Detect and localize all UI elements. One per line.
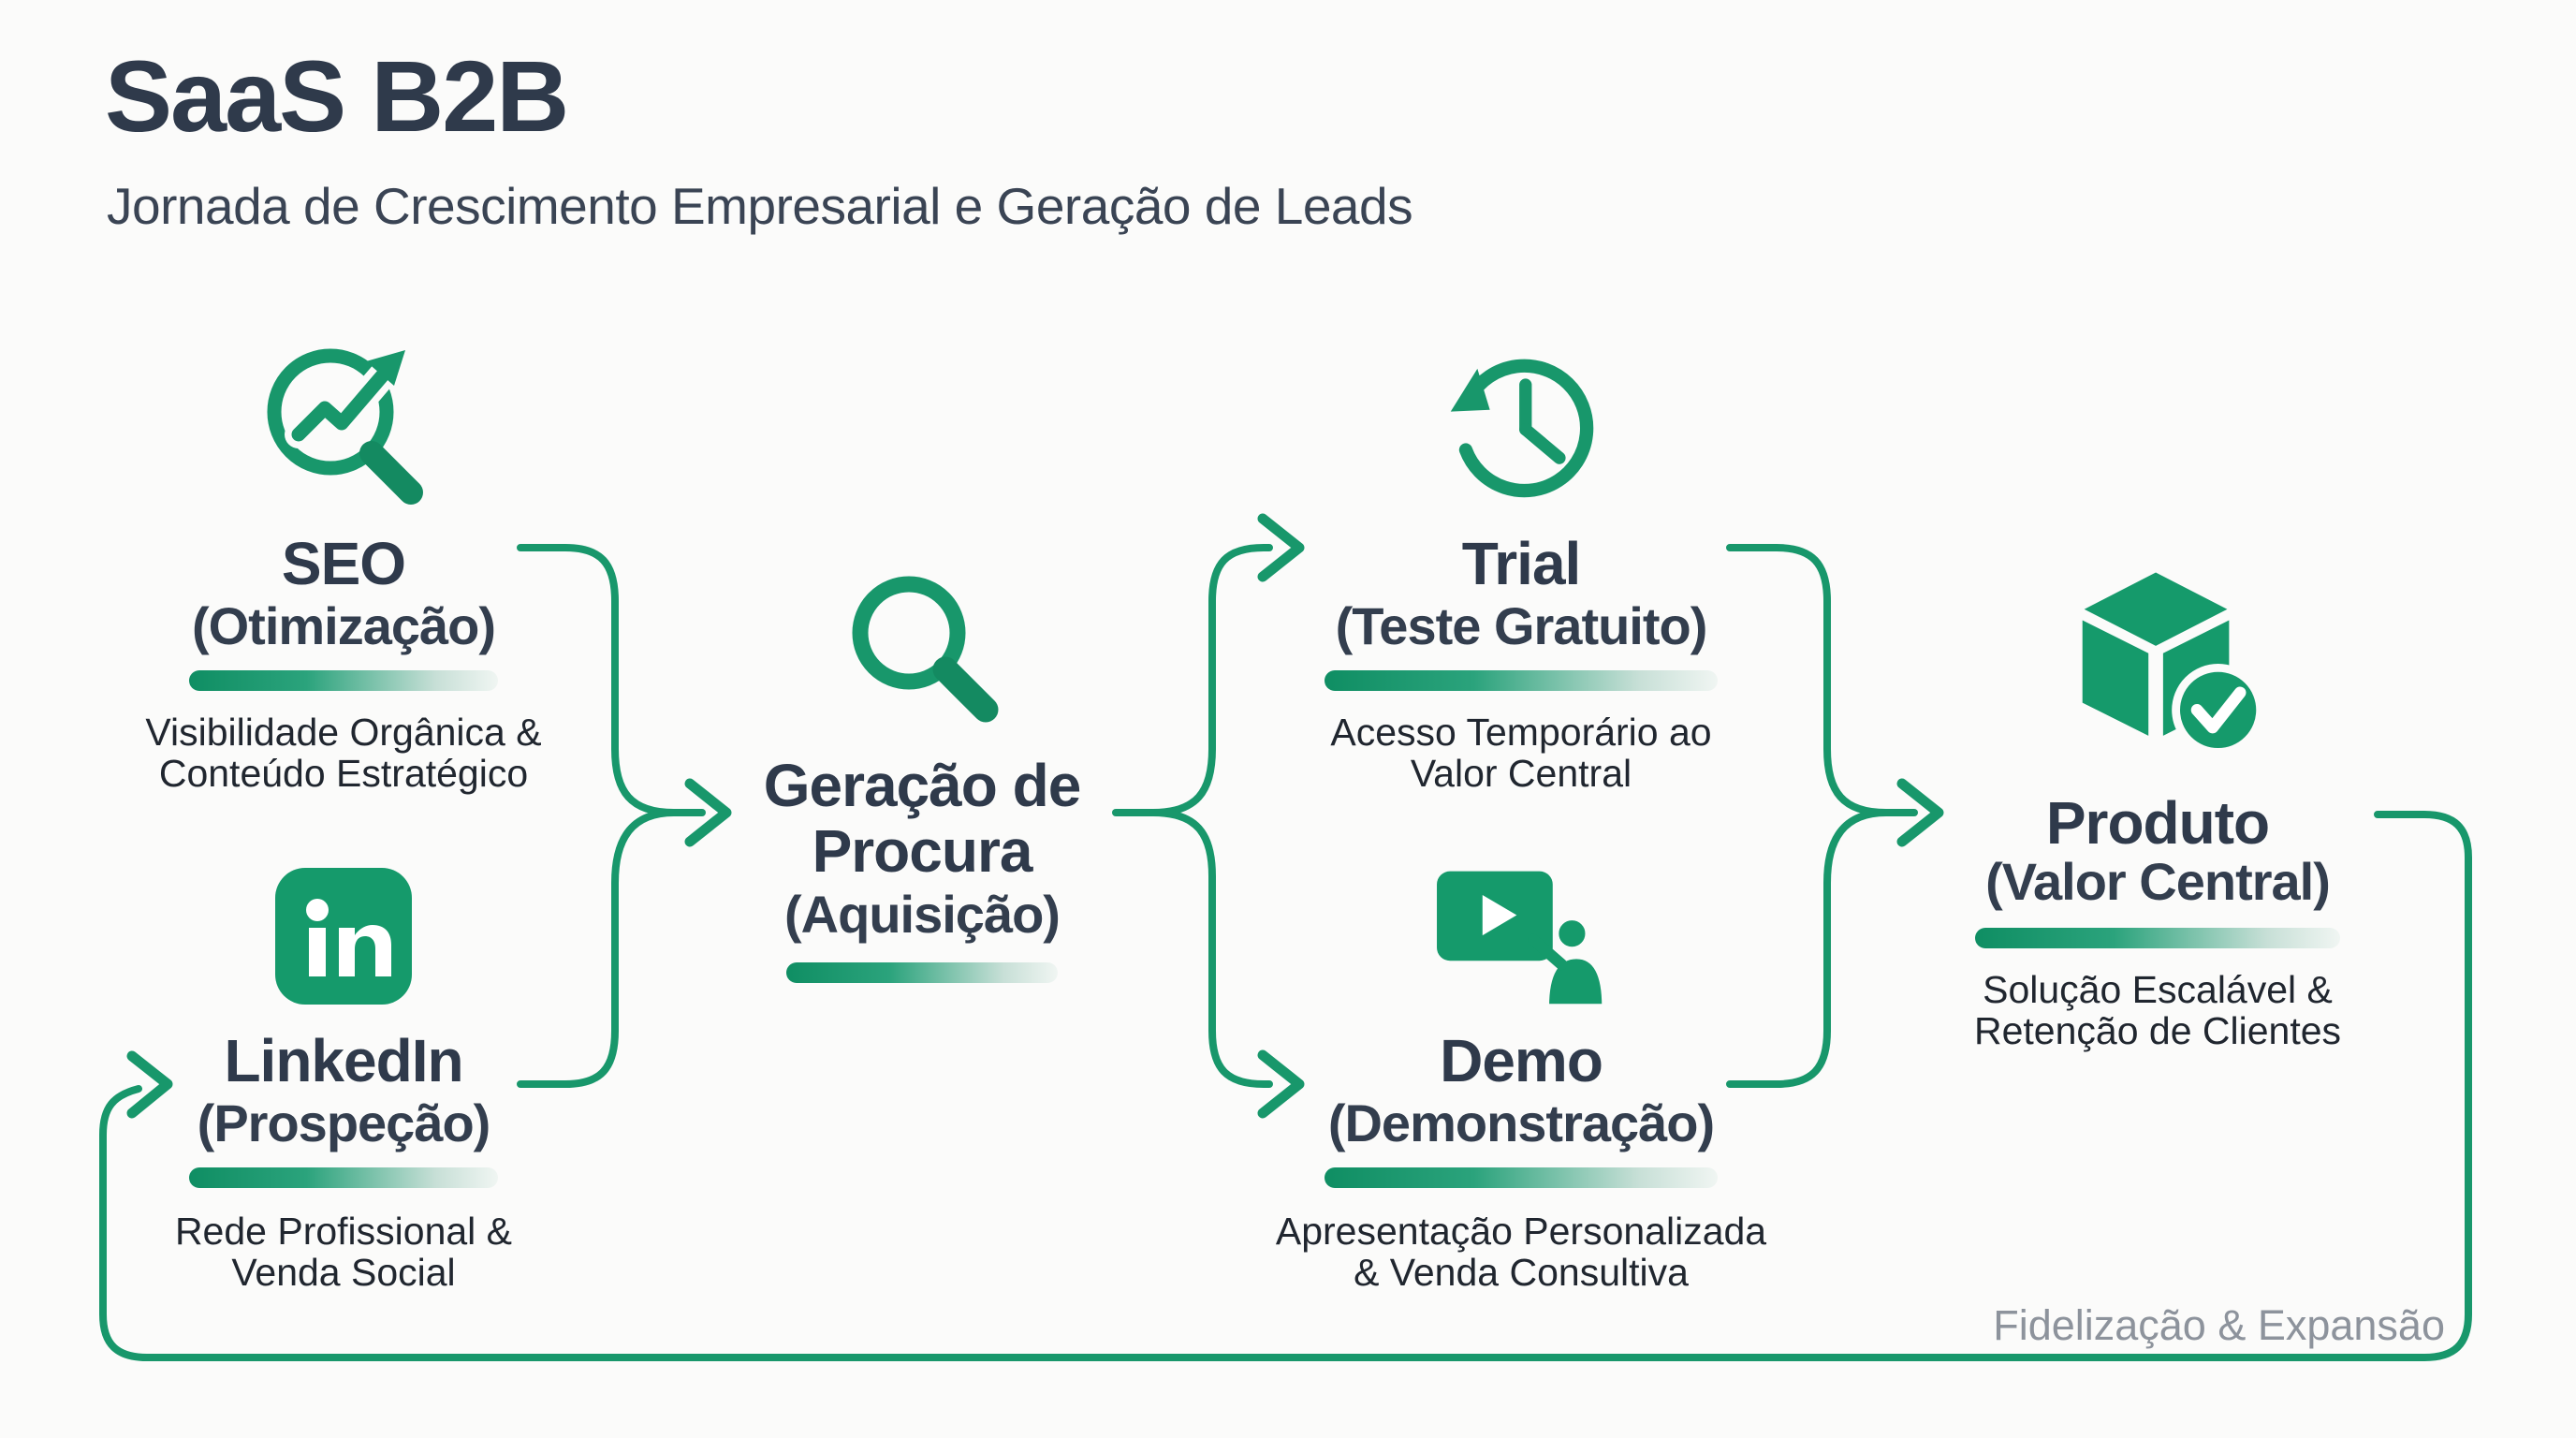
demo-to-merge-line xyxy=(1726,809,1890,1088)
node-demand-generation: Geração de Procura (Aquisição) xyxy=(697,562,1147,983)
demo-subtitle: (Demonstração) xyxy=(1327,1093,1715,1152)
linkedin-gradient-underline xyxy=(189,1167,498,1188)
trial-description: Acesso Temporário ao Valor Central xyxy=(1330,711,1712,795)
presentation-demo-icon xyxy=(1426,866,1617,1006)
trial-subtitle: (Teste Gratuito) xyxy=(1335,596,1708,655)
page-title: SaaS B2B xyxy=(105,39,569,153)
trial-arrowhead-icon xyxy=(1257,513,1305,582)
product-title: Produto xyxy=(2045,789,2270,857)
product-cube-check-icon xyxy=(2043,552,2273,772)
seo-title: SEO xyxy=(281,530,406,597)
retention-loop-line xyxy=(99,811,2472,1361)
linkedin-icon xyxy=(273,866,414,1006)
linkedin-subtitle: (Prospeção) xyxy=(197,1093,491,1152)
trial-title: Trial xyxy=(1461,530,1582,597)
node-product: Produto (Valor Central) Solução Escaláve… xyxy=(1867,552,2448,1051)
demo-gradient-underline xyxy=(1325,1167,1718,1188)
loop-arrowhead-icon xyxy=(126,1050,173,1119)
demand-gradient-underline xyxy=(786,962,1058,983)
history-clock-icon xyxy=(1423,330,1619,517)
split-to-demo-line xyxy=(1149,809,1273,1088)
page-subtitle: Jornada de Crescimento Empresarial e Ger… xyxy=(107,177,1413,235)
demo-title: Demo xyxy=(1440,1027,1603,1094)
node-demo: Demo (Demonstração) Apresentação Persona… xyxy=(1240,866,1802,1293)
product-gradient-underline xyxy=(1975,928,2340,948)
trial-gradient-underline xyxy=(1325,670,1718,691)
seo-description: Visibilidade Orgânica & Conteúdo Estraté… xyxy=(145,711,542,795)
seo-gradient-underline xyxy=(189,670,498,691)
demo-arrowhead-icon xyxy=(1257,1049,1305,1119)
node-seo: SEO (Otimização) Visibilidade Orgânica &… xyxy=(100,330,587,794)
trial-to-merge-line xyxy=(1726,544,1890,816)
linkedin-title: LinkedIn xyxy=(224,1027,463,1094)
seo-to-merge-line xyxy=(517,544,678,816)
retention-loop-label: Fidelização & Expansão xyxy=(1993,1301,2445,1349)
demand-subtitle: (Aquisição) xyxy=(784,885,1061,944)
merge-arrowhead-icon xyxy=(684,778,732,847)
search-magnifier-icon xyxy=(838,562,1006,730)
linkedin-to-merge-line xyxy=(517,809,678,1088)
product-description: Solução Escalável & Retenção de Clientes xyxy=(1973,968,2342,1052)
linkedin-description: Rede Profissional & Venda Social xyxy=(174,1210,513,1294)
product-subtitle: (Valor Central) xyxy=(1985,852,2331,911)
node-linkedin: LinkedIn (Prospeção) Rede Profissional &… xyxy=(100,866,587,1293)
node-trial: Trial (Teste Gratuito) Acesso Temporário… xyxy=(1240,330,1802,794)
split-to-trial-line xyxy=(1149,544,1273,816)
demand-title: Geração de Procura xyxy=(763,752,1082,885)
product-arrowhead-icon xyxy=(1896,778,1944,847)
demo-description: Apresentação Personalizada & Venda Consu… xyxy=(1275,1210,1767,1294)
seo-growth-magnifier-icon xyxy=(250,330,437,517)
seo-subtitle: (Otimização) xyxy=(191,596,496,655)
